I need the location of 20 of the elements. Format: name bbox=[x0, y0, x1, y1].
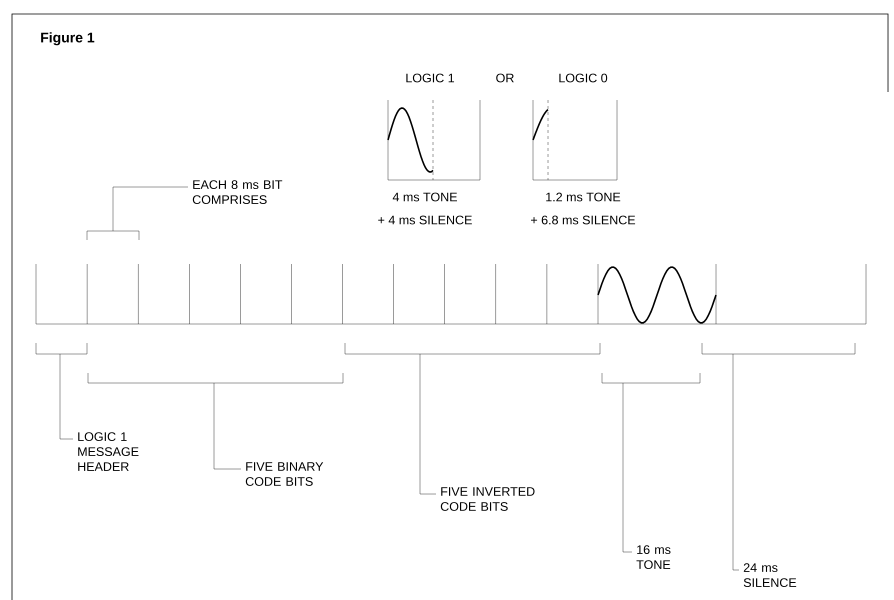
label: LOGIC 0 bbox=[559, 74, 608, 82]
callout-text: FIVE BINARY CODE BITS bbox=[246, 462, 324, 486]
label: 4 ms TONE bbox=[392, 192, 457, 202]
callout-text: EACH 8 ms BIT COMPRISES bbox=[192, 180, 282, 204]
figure-title: Figure 1 bbox=[41, 32, 94, 46]
leader-line bbox=[60, 354, 74, 440]
callout-text: 24 ms SILENCE bbox=[744, 563, 796, 588]
label: + 4 ms SILENCE bbox=[378, 216, 472, 224]
label: + 6.8 ms SILENCE bbox=[531, 216, 636, 224]
leader-line bbox=[622, 382, 632, 552]
callout-text: 16 ms TONE bbox=[636, 545, 670, 570]
leader-line bbox=[214, 382, 242, 470]
label: LOGIC 1 bbox=[406, 74, 454, 82]
callout-text: LOGIC 1 MESSAGE HEADER bbox=[78, 432, 138, 471]
label: OR bbox=[496, 74, 514, 82]
leader-line bbox=[732, 354, 740, 570]
leader-line bbox=[112, 186, 188, 232]
leader-line bbox=[420, 354, 436, 494]
callout-text: FIVE INVERTED CODE BITS bbox=[440, 487, 535, 511]
label: 1.2 ms TONE bbox=[546, 192, 620, 202]
